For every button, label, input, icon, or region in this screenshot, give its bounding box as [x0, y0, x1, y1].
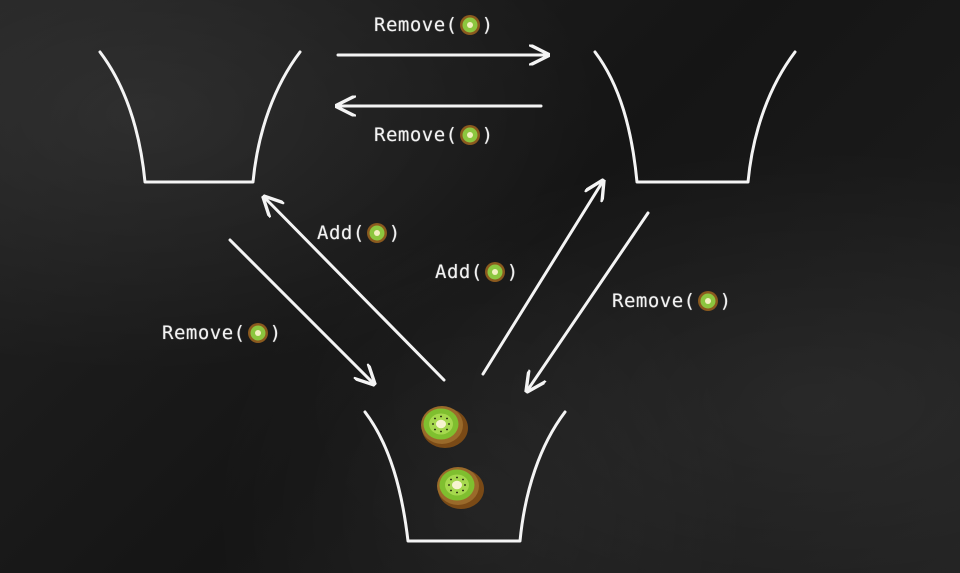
bottom-bowl: [363, 410, 567, 543]
left-bowl: [98, 50, 302, 184]
kiwi-icon: [437, 467, 484, 509]
label-add-right: Add( ): [435, 261, 519, 283]
kiwi-icon: [459, 125, 480, 145]
arrow-left-to-bottom: [228, 238, 374, 384]
kiwi-icon: [247, 323, 268, 343]
arrow-bottom-to-left: [264, 197, 446, 382]
arrow-right-to-bottom: [527, 211, 650, 391]
arrow-bottom-to-right: [481, 181, 603, 376]
label-remove-left: Remove( ): [162, 322, 282, 344]
label-remove-second: Remove( ): [374, 124, 494, 146]
kiwi-icon: [697, 291, 718, 311]
label-remove-right: Remove( ): [612, 290, 732, 312]
kiwi-icon: [421, 406, 468, 448]
right-bowl: [593, 50, 797, 184]
label-add-left: Add( ): [317, 222, 401, 244]
label-remove-top: Remove( ): [374, 14, 494, 36]
kiwi-icon: [459, 15, 480, 35]
kiwi-icon: [484, 262, 505, 282]
kiwi-icon: [366, 223, 387, 243]
